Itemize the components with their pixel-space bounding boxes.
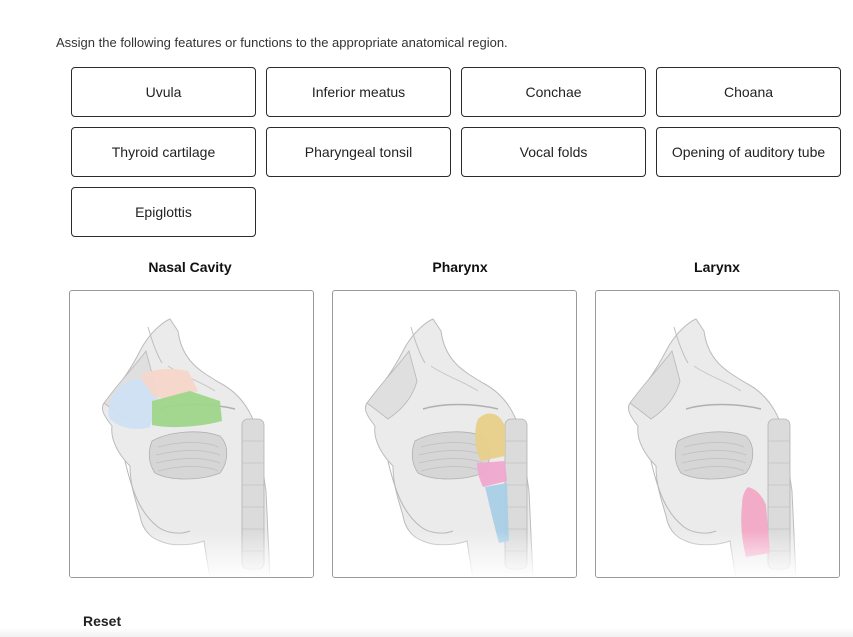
nasopharynx-highlight xyxy=(475,413,505,461)
nasal-cavity-illustration xyxy=(70,318,313,577)
region-title-pharynx: Pharynx xyxy=(432,259,488,275)
larynx-illustration xyxy=(596,318,839,577)
chip-uvula[interactable]: Uvula xyxy=(71,67,256,117)
nasal-vestibule-highlight xyxy=(108,377,158,429)
chip-vocal-folds[interactable]: Vocal folds xyxy=(461,127,646,177)
oropharynx-highlight xyxy=(477,461,507,487)
chip-conchae[interactable]: Conchae xyxy=(461,67,646,117)
chip-choana[interactable]: Choana xyxy=(656,67,841,117)
chip-pharyngeal-tonsil[interactable]: Pharyngeal tonsil xyxy=(266,127,451,177)
footer-divider xyxy=(0,628,853,637)
instruction-text: Assign the following features or functio… xyxy=(56,35,508,50)
region-title-larynx: Larynx xyxy=(694,259,740,275)
nasal-conchae-highlight xyxy=(152,391,222,428)
chip-epiglottis[interactable]: Epiglottis xyxy=(71,187,256,237)
laryngopharynx-highlight xyxy=(485,483,509,543)
drop-zone-nasal-cavity[interactable] xyxy=(69,290,314,578)
region-title-nasal-cavity: Nasal Cavity xyxy=(148,259,232,275)
drop-zone-larynx[interactable] xyxy=(595,290,840,578)
chip-inferior-meatus[interactable]: Inferior meatus xyxy=(266,67,451,117)
head-outline xyxy=(364,318,534,577)
nasal-upper-highlight xyxy=(140,369,198,399)
drop-zone-pharynx[interactable] xyxy=(332,290,577,578)
reset-button[interactable]: Reset xyxy=(83,613,122,629)
pharynx-illustration xyxy=(333,318,576,577)
chip-thyroid-cartilage[interactable]: Thyroid cartilage xyxy=(71,127,256,177)
chip-opening-of-auditory-tube[interactable]: Opening of auditory tube xyxy=(656,127,841,177)
